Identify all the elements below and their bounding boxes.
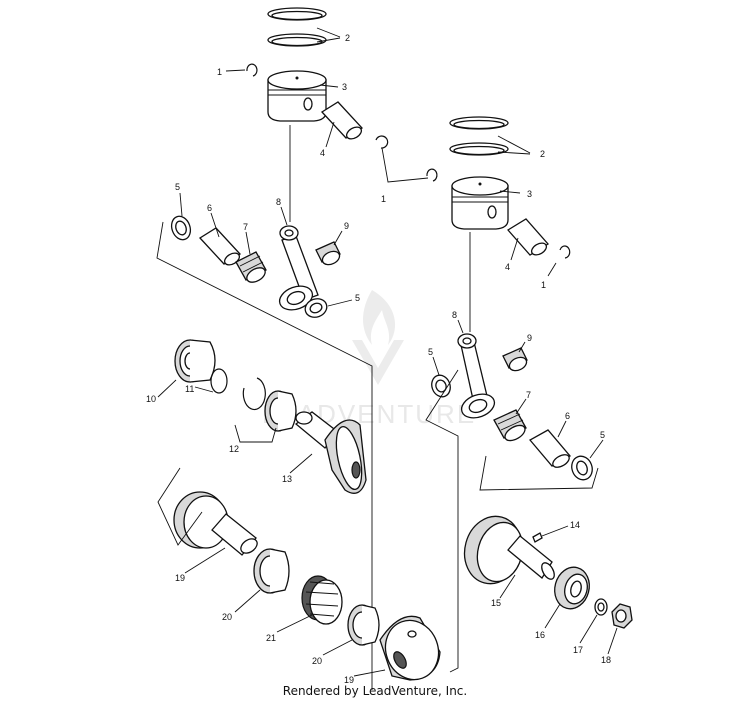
callout-7b: 7 (526, 390, 531, 400)
callout-7a: 7 (243, 222, 248, 232)
needle-bearing-right-upper (502, 347, 528, 372)
callout-21: 21 (266, 633, 276, 643)
callout-8a: 8 (276, 197, 281, 207)
key-14 (532, 532, 543, 543)
callout-numbers: 2 1 3 4 1 2 3 4 1 5 6 7 8 9 5 8 9 5 7 6 … (146, 33, 611, 685)
crank-pin-left (198, 227, 242, 266)
piston-left (267, 70, 327, 122)
callout-3b: 3 (527, 189, 532, 199)
callout-5a: 5 (175, 182, 180, 192)
crank-pin-right (528, 429, 572, 468)
callout-5b: 5 (355, 293, 360, 303)
callout-14: 14 (570, 520, 580, 530)
callout-4a: 4 (320, 148, 325, 158)
leader-line-1b (381, 147, 429, 183)
callout-5d: 5 (600, 430, 605, 440)
circlip-left-1 (246, 63, 258, 77)
render-credit: Rendered by LeadVenture, Inc. (282, 684, 468, 698)
thrust-washer-left-lower (304, 298, 328, 318)
leader-lines (157, 27, 618, 677)
callout-12: 12 (229, 444, 239, 454)
callout-1a: 1 (217, 67, 222, 77)
callout-2a: 2 (345, 33, 350, 43)
piston-rings-right (449, 116, 509, 156)
callout-15: 15 (491, 598, 501, 608)
thrust-washer-right-lower (571, 455, 593, 481)
callout-1b: 1 (381, 194, 386, 204)
needle-bearing-left-upper (315, 241, 341, 266)
bracket-right-rod (425, 369, 599, 673)
callout-4b: 4 (505, 262, 510, 272)
main-bearing-12b (264, 390, 297, 432)
callout-11: 11 (185, 384, 194, 394)
main-bearing-20b (347, 604, 380, 646)
callout-19a: 19 (175, 573, 185, 583)
callout-6a: 6 (207, 203, 212, 213)
connecting-rod-left (278, 225, 319, 311)
bracket-19a (157, 467, 203, 546)
needle-bearing-right-lower (493, 409, 527, 442)
nut-18 (611, 603, 633, 629)
washer-17 (594, 598, 608, 616)
piston-pin-right (507, 218, 549, 256)
main-bearing-20a (253, 548, 290, 594)
callout-20a: 20 (222, 612, 232, 622)
circlip-left-2 (375, 135, 389, 149)
callout-13: 13 (282, 474, 292, 484)
main-bearing-10 (174, 339, 216, 383)
callout-8b: 8 (452, 310, 457, 320)
callout-20b: 20 (312, 656, 322, 666)
retaining-ring-12a (242, 377, 266, 411)
bracket-left-rod (156, 125, 373, 690)
bracket-12 (234, 424, 277, 443)
callout-9b: 9 (527, 333, 532, 343)
thrust-washer-right-upper (431, 374, 451, 398)
labyrinth-seal-21 (301, 575, 343, 625)
seal-ring-11 (210, 368, 228, 394)
callout-18: 18 (601, 655, 611, 665)
crank-web-19b (379, 615, 441, 681)
thrust-washer-left-upper (170, 215, 192, 241)
callout-9a: 9 (344, 221, 349, 231)
callout-5c: 5 (428, 347, 433, 357)
piston-rings-left (267, 7, 327, 47)
crankshaft-15 (463, 515, 555, 585)
piston-pin-left (320, 101, 364, 140)
callout-19b: 19 (344, 675, 354, 685)
flywheel-19a (173, 491, 258, 556)
callout-10: 10 (146, 394, 156, 404)
callout-6b: 6 (565, 411, 570, 421)
needle-bearing-left-lower (235, 251, 267, 283)
callout-2b: 2 (540, 149, 545, 159)
callout-1c: 1 (541, 280, 546, 290)
crankshaft-13 (294, 411, 367, 494)
callout-17: 17 (573, 645, 583, 655)
callout-3a: 3 (342, 82, 347, 92)
main-bearing-16 (554, 566, 590, 610)
callout-16: 16 (535, 630, 545, 640)
piston-right (451, 176, 509, 230)
circlip-right-2 (559, 245, 571, 259)
connecting-rod-right (457, 333, 496, 419)
circlip-right-1 (426, 168, 438, 182)
